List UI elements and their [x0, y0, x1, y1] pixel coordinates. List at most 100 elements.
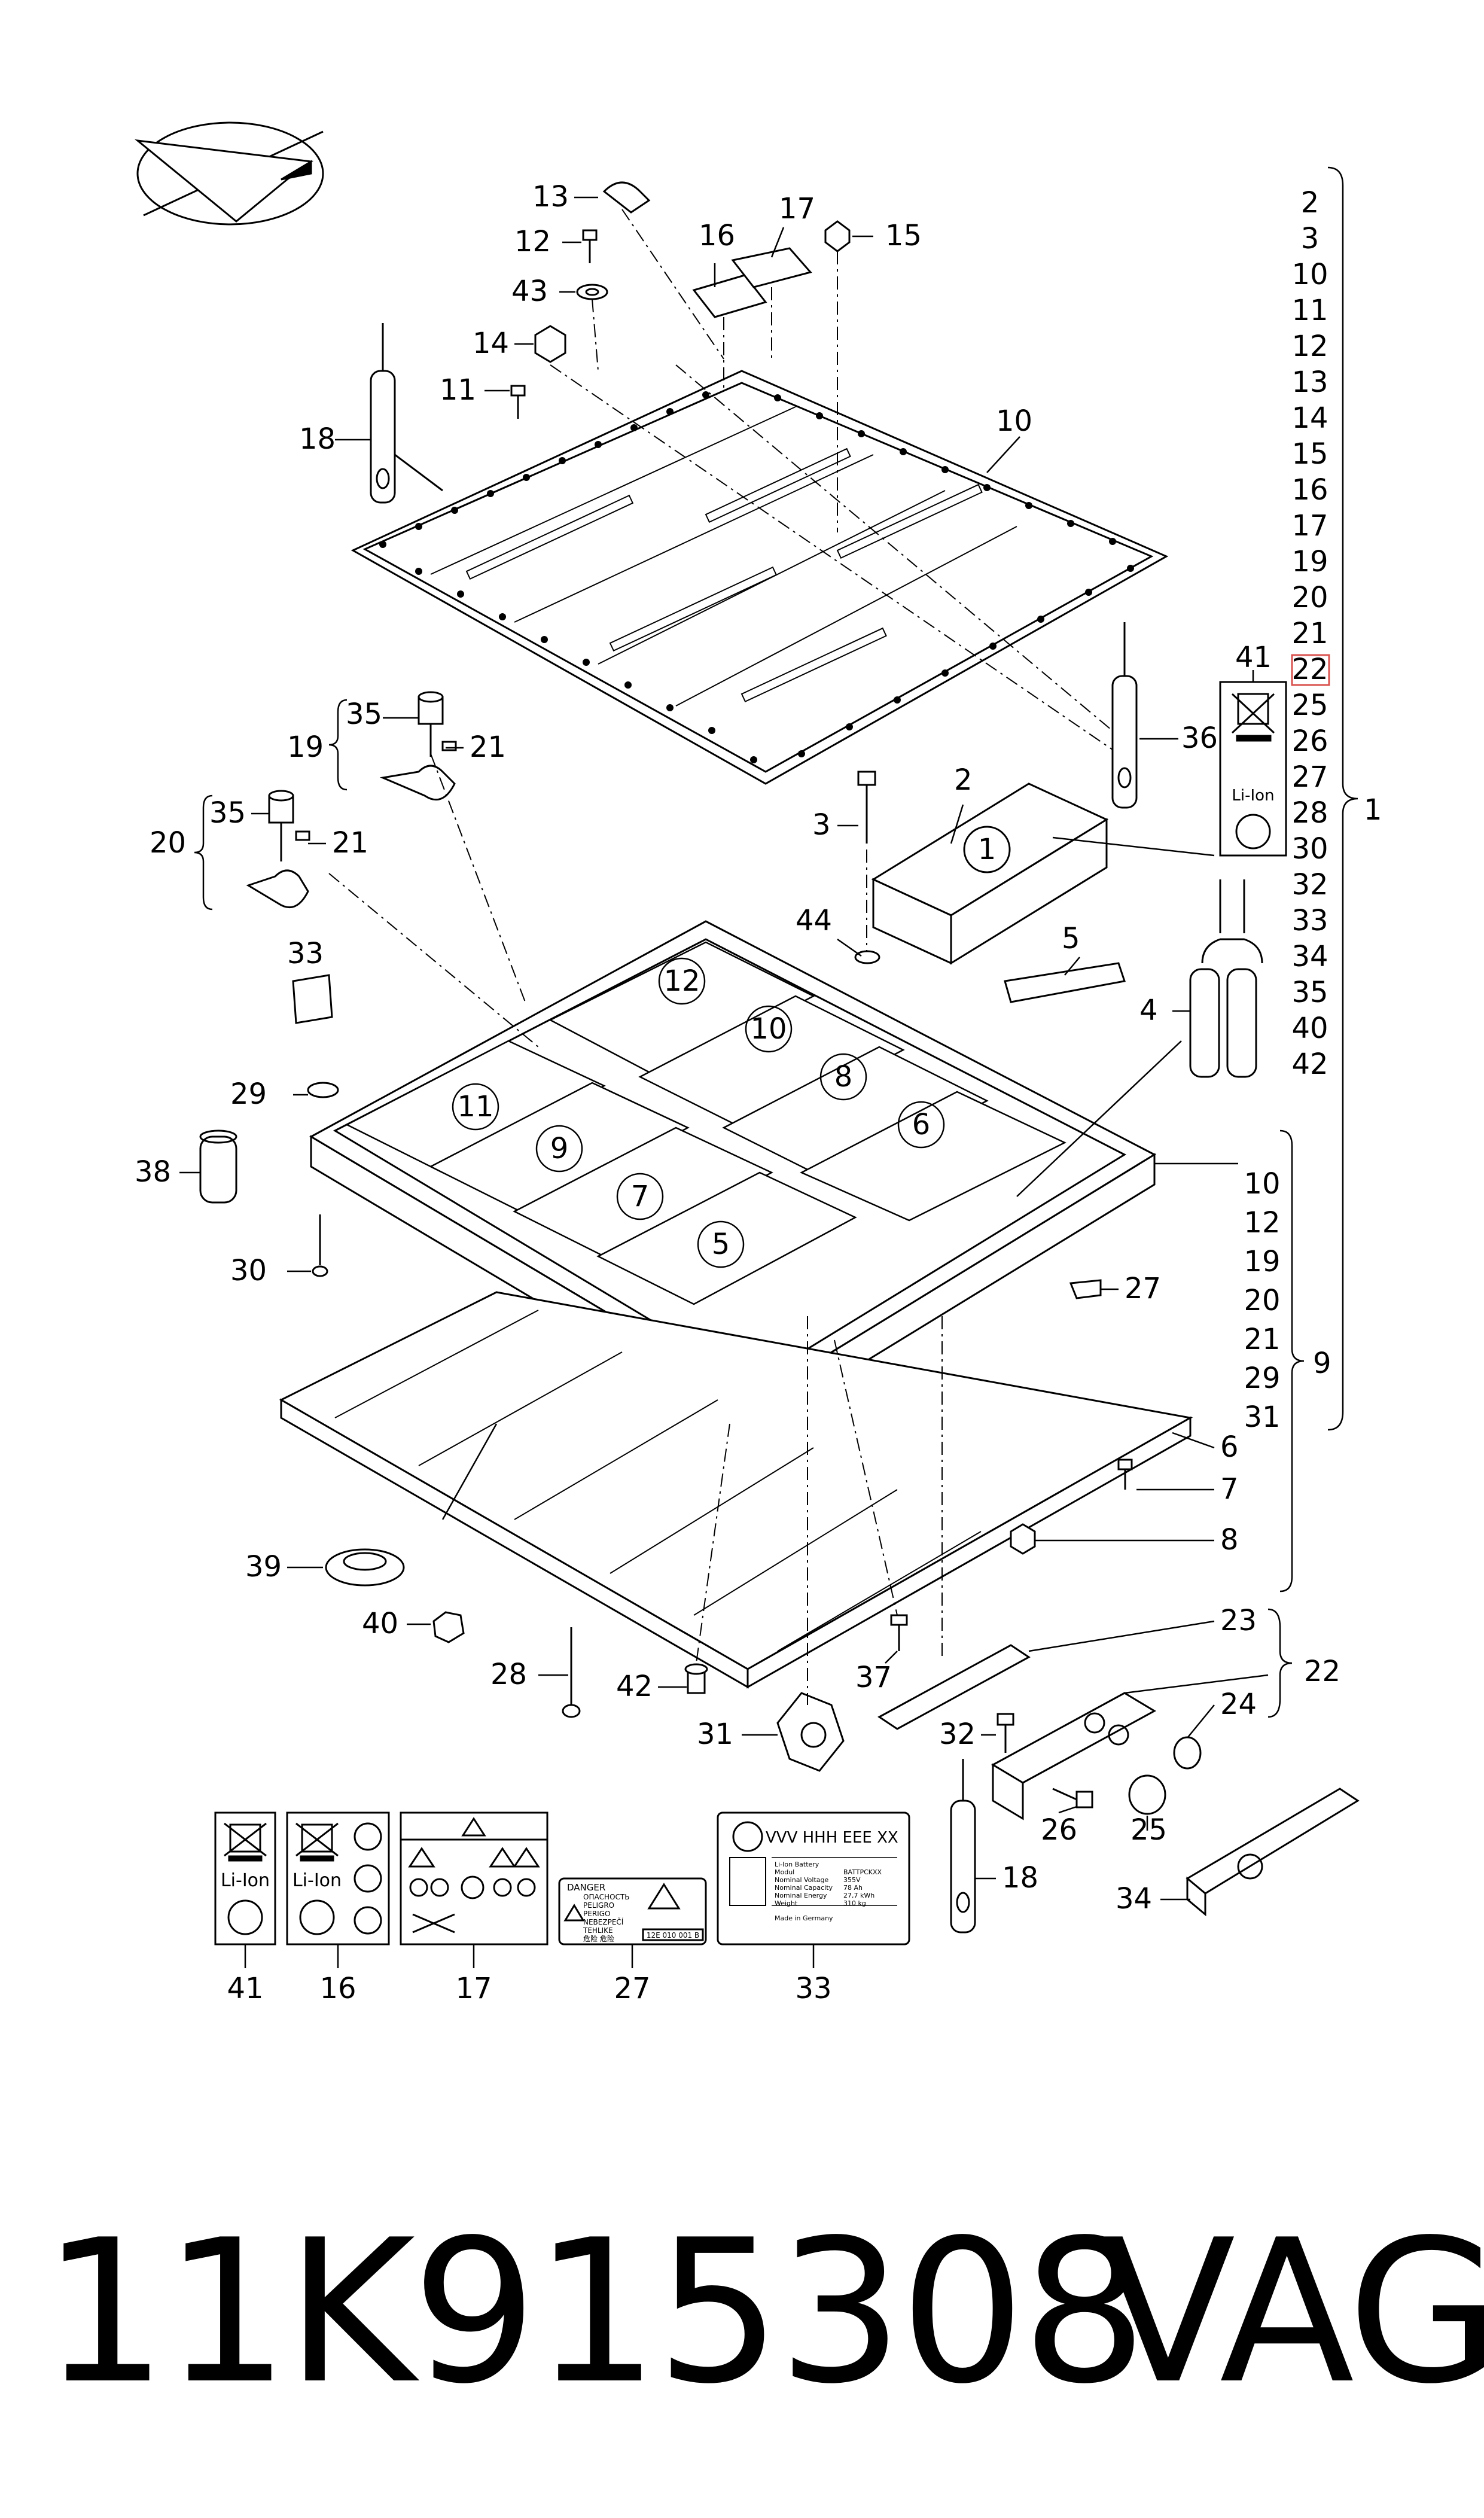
svg-text:Li-Ion: Li-Ion [221, 1870, 270, 1891]
group-9-index: 10 12 19 20 21 29 31 [1244, 1167, 1280, 1434]
callout-21: 21 [332, 826, 368, 860]
svg-text:Li-Ion Battery: Li-Ion Battery [775, 1861, 819, 1868]
callout-4: 4 [1139, 994, 1158, 1027]
svg-text:78 Ah: 78 Ah [843, 1884, 863, 1892]
top-cover-panel [351, 370, 1169, 785]
callout-35: 35 [346, 698, 382, 731]
washer-29 [307, 1082, 339, 1098]
svg-text:40: 40 [1291, 1012, 1328, 1045]
svg-text:29: 29 [1244, 1362, 1280, 1395]
part-number: 11K915308 [42, 2197, 1147, 2427]
callout-41: 41 [1235, 641, 1272, 674]
svg-text:Nominal Capacity: Nominal Capacity [775, 1884, 833, 1892]
callout-36: 36 [1181, 721, 1218, 755]
module-number: 10 [750, 1012, 787, 1046]
callout-22: 22 [1304, 1655, 1340, 1688]
callout-23: 23 [1220, 1604, 1257, 1637]
callout-19: 19 [287, 730, 324, 764]
svg-text:13: 13 [1291, 366, 1328, 399]
screw-12 [582, 229, 598, 263]
callout-14: 14 [473, 327, 509, 360]
svg-text:DANGER: DANGER [567, 1882, 605, 1893]
plug-38 [199, 1129, 237, 1204]
svg-text:Weight: Weight [775, 1899, 798, 1907]
svg-text:26: 26 [1291, 724, 1328, 758]
label-16-li-ion-warnings: Li-Ion [286, 1811, 390, 1945]
svg-text:Li-Ion: Li-Ion [292, 1870, 342, 1891]
battery-modules [345, 941, 1066, 1305]
svg-text:12: 12 [1291, 330, 1328, 363]
callout-39: 39 [245, 1550, 282, 1584]
svg-text:21: 21 [1244, 1323, 1280, 1356]
callout-7: 7 [1220, 1472, 1239, 1506]
gasket-23 [877, 1644, 1031, 1730]
svg-text:15: 15 [1291, 437, 1328, 471]
svg-text:ОПАСНОСТЬ: ОПАСНОСТЬ [583, 1893, 629, 1901]
callout-32: 32 [939, 1718, 976, 1751]
callout-5: 5 [1062, 922, 1080, 955]
callout-16: 16 [319, 1972, 356, 2005]
callout-17: 17 [779, 192, 815, 226]
callout-42: 42 [616, 1670, 653, 1703]
svg-text:12E 010 001 B: 12E 010 001 B [647, 1931, 699, 1940]
callout-6: 6 [1220, 1430, 1239, 1464]
highlighted-index: 22 [1291, 653, 1328, 686]
svg-text:12: 12 [1244, 1206, 1280, 1240]
svg-text:21: 21 [1291, 617, 1328, 650]
bolt-28 [562, 1627, 581, 1718]
callout-41: 41 [227, 1972, 263, 2005]
module-number: 9 [550, 1132, 569, 1165]
module-number: 11 [457, 1090, 493, 1123]
screw-26 [1052, 1788, 1093, 1808]
screw-11 [510, 385, 526, 419]
svg-text:310 kg: 310 kg [843, 1899, 866, 1907]
sealant-cartridge [370, 323, 396, 504]
svg-text:355V: 355V [843, 1876, 861, 1884]
highlight-box [1291, 654, 1330, 686]
screw-7 [1117, 1459, 1133, 1490]
sealant-cartridge [950, 1759, 976, 1934]
svg-text:14: 14 [1291, 401, 1328, 435]
washer-44 [854, 950, 880, 964]
screw-32 [997, 1713, 1014, 1753]
module-number: 8 [834, 1060, 853, 1094]
pressure-vent-31 [776, 1692, 845, 1772]
svg-text:Nominal Voltage: Nominal Voltage [775, 1876, 828, 1884]
callout-2: 2 [954, 763, 973, 797]
svg-text:危险 危险: 危险 危险 [583, 1934, 614, 1943]
grommet-39 [325, 1548, 405, 1587]
seal-strip-5 [1004, 962, 1126, 1003]
label-33-rating-plate: VVV HHH EEE XX Li-Ion Battery Modul Nomi… [717, 1811, 910, 1945]
svg-text:34: 34 [1291, 940, 1328, 973]
callout-33: 33 [795, 1972, 831, 2005]
bolt-30 [312, 1214, 328, 1277]
svg-text:19: 19 [1244, 1245, 1280, 1278]
label-17-hazard-symbols [400, 1811, 548, 1945]
callout-38: 38 [135, 1155, 171, 1189]
label-41-li-ion: Li-Ion [214, 1811, 276, 1945]
label-plate-17 [731, 247, 812, 288]
twin-cartridge [1189, 879, 1263, 1078]
callout-40: 40 [362, 1607, 398, 1640]
bolt-3 [857, 771, 876, 844]
callout-29: 29 [230, 1077, 267, 1111]
svg-text:19: 19 [1291, 545, 1328, 578]
callout-10: 10 [996, 404, 1032, 438]
service-plug-34 [1186, 1788, 1360, 1917]
svg-text:42: 42 [1291, 1048, 1328, 1081]
svg-text:PERIGO: PERIGO [583, 1910, 610, 1918]
svg-text:28: 28 [1291, 796, 1328, 830]
svg-text:PELIGRO: PELIGRO [583, 1901, 614, 1910]
callout-43: 43 [511, 275, 548, 308]
bottom-tray [279, 1291, 1193, 1689]
stud-42 [684, 1663, 708, 1694]
svg-text:31: 31 [1244, 1400, 1280, 1434]
callout-11: 11 [440, 373, 476, 407]
brand-name: VAG [1101, 2197, 1484, 2427]
svg-text:Made in Germany: Made in Germany [775, 1914, 833, 1922]
svg-text:35: 35 [1291, 976, 1328, 1009]
svg-text:16: 16 [1291, 473, 1328, 507]
battery-module-single: 1 [871, 783, 1109, 965]
svg-text:VVV HHH EEE XX: VVV HHH EEE XX [766, 1829, 898, 1847]
svg-text:25: 25 [1291, 689, 1328, 722]
